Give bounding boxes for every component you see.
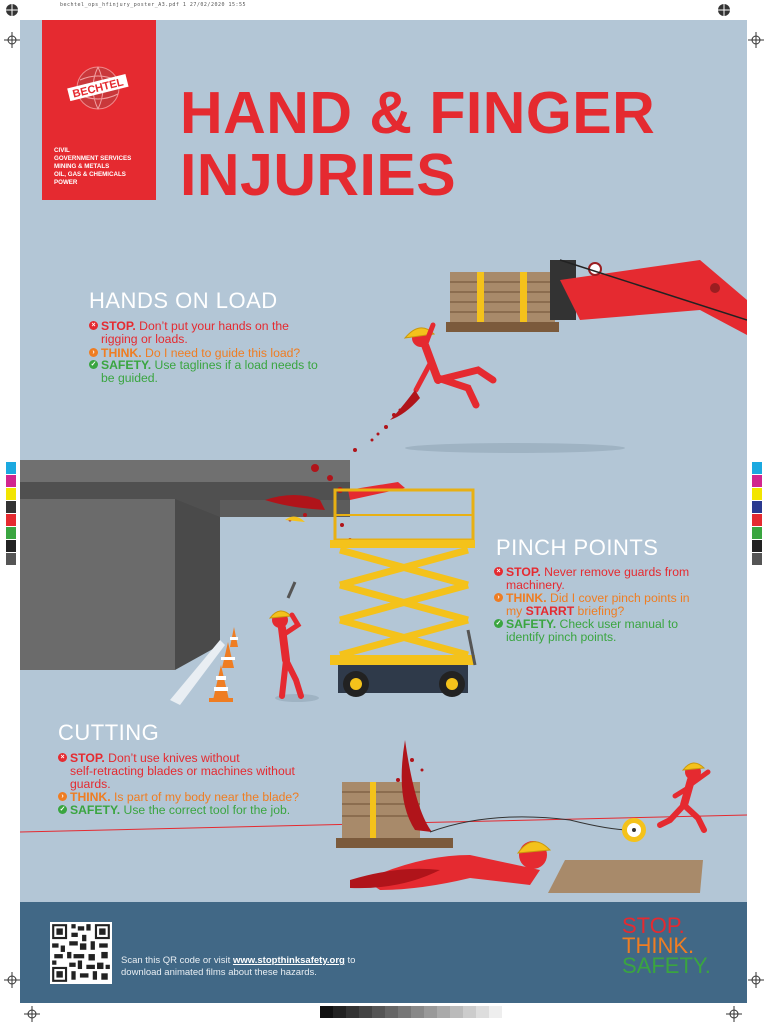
section-heading-cutting: CUTTING (58, 720, 160, 745)
running-worker-figure (657, 762, 711, 833)
registration-mark-icon (4, 2, 20, 18)
falling-wrench-icon (286, 581, 297, 599)
pinch-points-safety: SAFETY. Check user manual to identify pi… (494, 618, 678, 644)
think-arrow-icon (89, 348, 98, 357)
brand-line: POWER (54, 179, 78, 186)
qr-code-icon[interactable] (50, 922, 112, 984)
cutting-stop: STOP. Don’t use knives without self-retr… (58, 752, 295, 791)
page-title: HAND & FINGER INJURIES (180, 82, 655, 206)
starrt-keyword: STARRT (525, 604, 575, 618)
registration-mark-icon (4, 972, 20, 988)
section-heading-hands-on-load: HANDS ON LOAD (89, 288, 278, 313)
poster: BECHTEL CIVIL GOVERNMENT SERVICES MINING… (20, 20, 747, 1003)
website-link[interactable]: www.stopthinksafety.org (232, 955, 345, 966)
blood-splatter (350, 740, 440, 889)
cutting-think: THINK. Is part of my body near the blade… (58, 791, 299, 804)
stop-x-icon (494, 567, 503, 576)
traffic-cone-icon (221, 642, 235, 668)
injured-worker-figure (268, 610, 319, 702)
crane-load-illustration (405, 259, 747, 453)
cutting-safety: SAFETY. Use the correct tool for the job… (58, 804, 290, 817)
registration-mark-icon (4, 32, 20, 48)
title-line: HAND & FINGER (180, 80, 656, 146)
safety-check-icon (89, 360, 98, 369)
brand-business-lines: CIVIL GOVERNMENT SERVICES MINING & METAL… (54, 147, 154, 187)
think-arrow-icon (58, 792, 67, 801)
registration-mark-icon (716, 2, 732, 18)
traffic-cone-icon (209, 665, 233, 702)
safety-check-icon (494, 619, 503, 628)
concrete-slab-illustration (20, 460, 350, 705)
footer-caption: Scan this QR code or visit www.stopthink… (121, 955, 356, 978)
stop-think-safety-logo: STOP. THINK. SAFETY. (622, 913, 711, 978)
registration-mark-icon (748, 32, 764, 48)
brand-panel: BECHTEL CIVIL GOVERNMENT SERVICES MINING… (42, 20, 156, 200)
color-bar-left (6, 462, 16, 566)
hands-on-load-think: THINK. Do I need to guide this load? (89, 347, 300, 360)
hands-on-load-safety: SAFETY. Use taglines if a load needs to … (89, 359, 318, 385)
section-heading-pinch-points: PINCH POINTS (496, 535, 659, 560)
print-slug: bechtel_ops_hfinjury_poster_A3.pdf 1 27/… (60, 2, 247, 8)
pinch-points-think: THINK. Did I cover pinch points in my ST… (494, 592, 690, 618)
hazard-illustrations (20, 259, 747, 893)
hands-on-load-stop: STOP. Don’t put your hands on the riggin… (89, 320, 289, 346)
stop-x-icon (58, 753, 67, 762)
cutting-scene-illustration (20, 740, 747, 893)
blood-splatter (370, 390, 420, 442)
saw-blade-icon (622, 818, 646, 842)
traffic-cone-icon (230, 627, 238, 647)
safety-check-icon (58, 805, 67, 814)
think-arrow-icon (494, 593, 503, 602)
brand-line: MINING & METALS (54, 163, 110, 170)
scissor-lift-illustration (330, 488, 477, 697)
falling-worker-figure (403, 322, 497, 409)
registration-mark-icon (748, 972, 764, 988)
registration-mark-icon (24, 1006, 40, 1022)
pinch-points-stop: STOP. Never remove guards from machinery… (494, 566, 689, 592)
brand-line: OIL, GAS & CHEMICALS (54, 171, 126, 178)
footer-bar: Scan this QR code or visit www.stopthink… (20, 902, 747, 1003)
registration-mark-icon (726, 1006, 742, 1022)
bechtel-globe-icon: BECHTEL (67, 66, 129, 110)
brand-line: CIVIL (54, 147, 70, 154)
stop-x-icon (89, 321, 98, 330)
falling-hardhat-icon (285, 516, 305, 522)
grayscale-color-bar (320, 1006, 502, 1018)
title-line: INJURIES (180, 142, 457, 208)
brand-line: GOVERNMENT SERVICES (54, 155, 132, 162)
color-bar-right (752, 462, 762, 566)
